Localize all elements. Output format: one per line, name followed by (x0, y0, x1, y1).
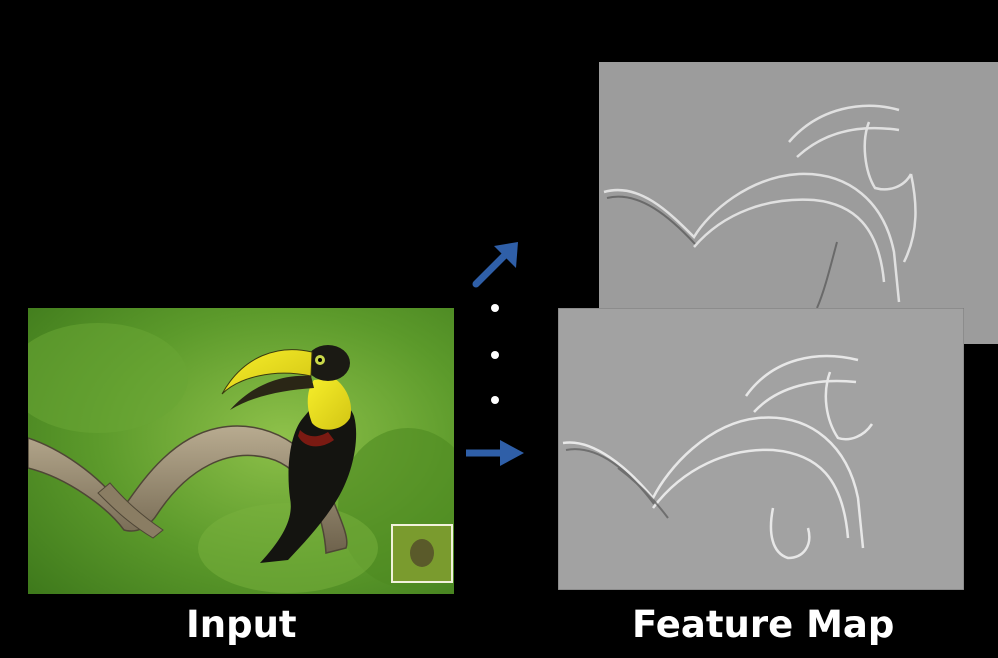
feature-map-front (558, 308, 964, 590)
ellipsis-dots (491, 304, 499, 404)
arrow-up-right-icon (472, 242, 518, 288)
arrow-right-icon (466, 440, 524, 466)
input-image (28, 308, 454, 594)
feature-map-caption: Feature Map (632, 603, 895, 646)
feature-map-back (599, 62, 998, 344)
input-caption: Input (186, 603, 297, 646)
